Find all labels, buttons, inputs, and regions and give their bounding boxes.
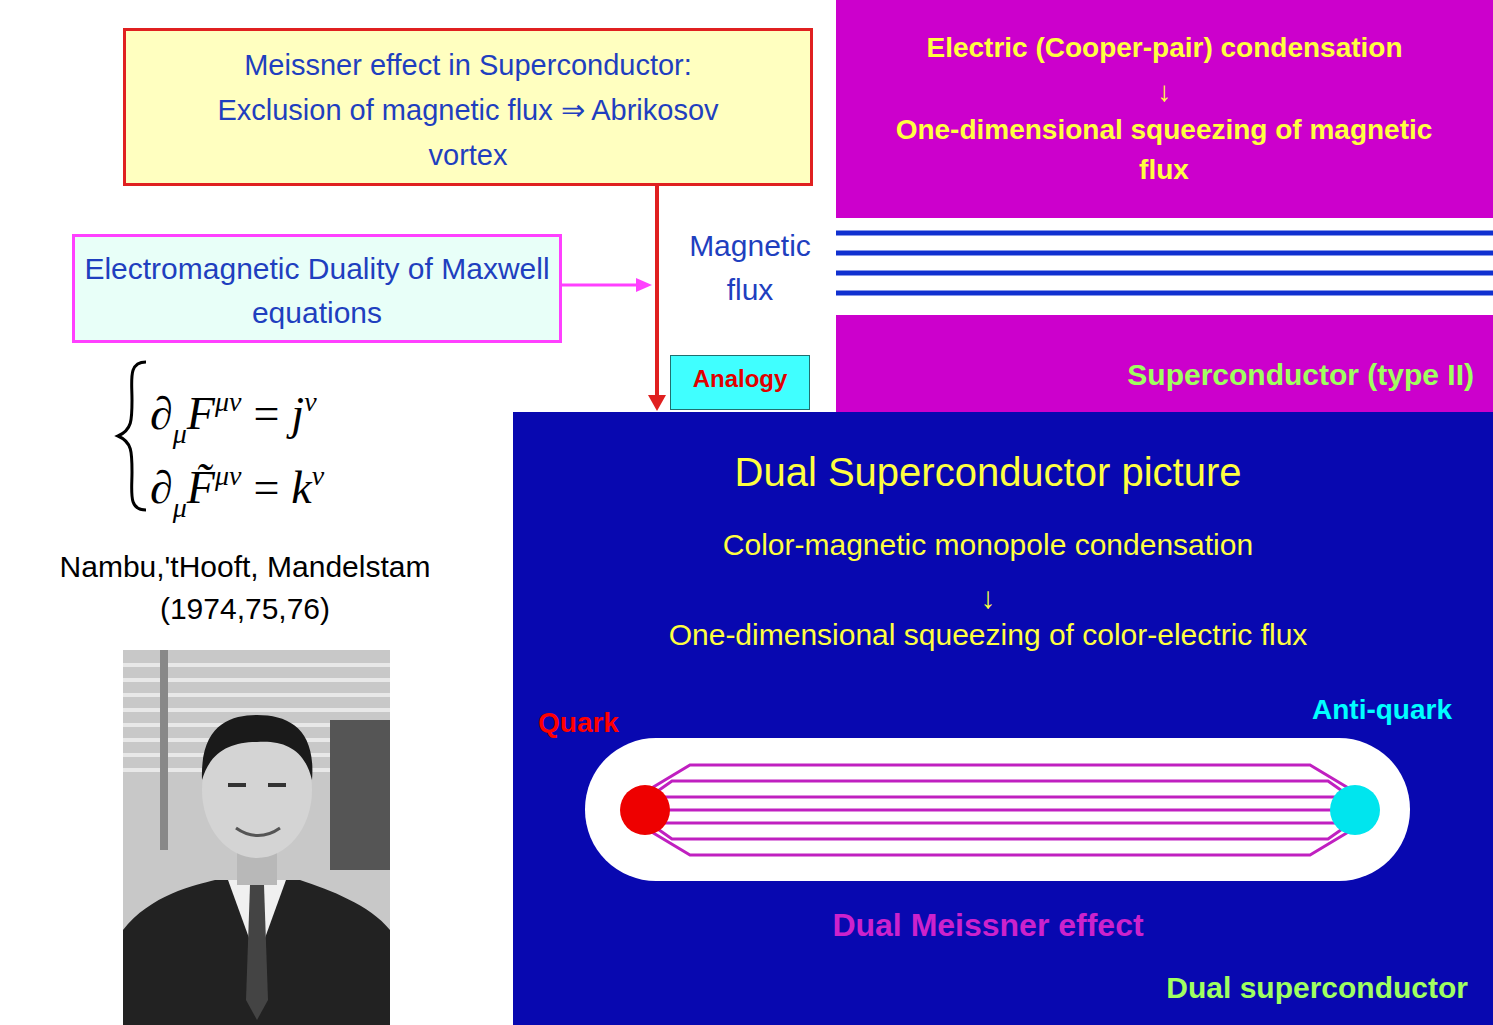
flux-line [645,828,1355,855]
node-text: Dual Meissner effect [518,906,1458,944]
flux-tube-outline [585,738,1410,881]
node-text: ↓ [856,72,1473,112]
flux-line [645,820,1355,839]
equation-symbol: j [291,388,304,439]
equation-symbol: = [253,462,279,513]
node-text: Color-magnetic monopole condensation [518,527,1458,563]
analogy-tag: Analogy [670,355,810,410]
flux-line [645,781,1355,800]
equation-symbol: μν [215,460,241,491]
node-text: Electric (Cooper-pair) condensation [856,28,1473,68]
flux-line [645,809,1355,812]
equation-symbol: F [187,388,215,439]
flux-line [645,822,1355,825]
flux-line [645,796,1355,799]
node-text: ↓ [518,580,1458,616]
equation-symbol: ν [304,386,316,417]
equation-symbol: ∂ [150,388,173,439]
node-text: Analogy [671,356,809,402]
equation-symbol: μν [215,386,241,417]
node-text: Meissner effect in Superconductor: Exclu… [181,43,755,178]
flux-line [645,765,1355,792]
node-text: One-dimensional squeezing of magnetic fl… [884,110,1444,190]
antiquark-circle: Anti-quark [1330,785,1380,835]
equation-symbol: = [253,388,279,439]
duality-box: Electromagnetic Duality of Maxwell equat… [72,234,562,343]
equation-symbol: μ [173,418,187,449]
flux-label: Magnetic flux [665,224,835,312]
quark-circle: Quark [620,785,670,835]
maxwell-equation: ∂μFμν =jν [150,372,317,464]
node-text: Electromagnetic Duality of Maxwell equat… [83,247,551,335]
portrait-photo [123,650,390,1025]
node-text: One-dimensional squeezing of color-elect… [518,617,1458,653]
author-credit: Nambu,'tHooft, Mandelstam (1974,75,76) [5,546,485,630]
node-text: Quark [538,706,619,740]
maxwell-equation: ∂μF̃μν =kν [150,446,324,538]
equation-symbol: μ [173,492,187,523]
equation-symbol: ν [312,460,324,491]
equation-symbol: k [291,462,311,513]
superconductor-band: Electric (Cooper-pair) condensation↓One-… [836,0,1493,218]
meissner-box: Meissner effect in Superconductor: Exclu… [123,28,813,186]
superconductor-band: Superconductor (type II) [836,315,1493,412]
equation-symbol: F̃ [187,462,215,513]
connector-arrow [648,186,666,411]
pointer-arrow [562,278,652,292]
dual-superconductor-panel: Dual Superconductor pictureColor-magneti… [513,412,1493,1025]
flux-lines [836,233,1493,293]
node-text: Dual Superconductor picture [518,448,1458,496]
equation-symbol: ∂ [150,462,173,513]
connector-line [655,186,659,398]
equation-brace [118,362,146,510]
node-text: Anti-quark [1312,693,1452,727]
arrow-head [648,395,666,411]
node-text: Superconductor (type II) [836,357,1474,393]
node-text: Dual superconductor [513,970,1468,1006]
